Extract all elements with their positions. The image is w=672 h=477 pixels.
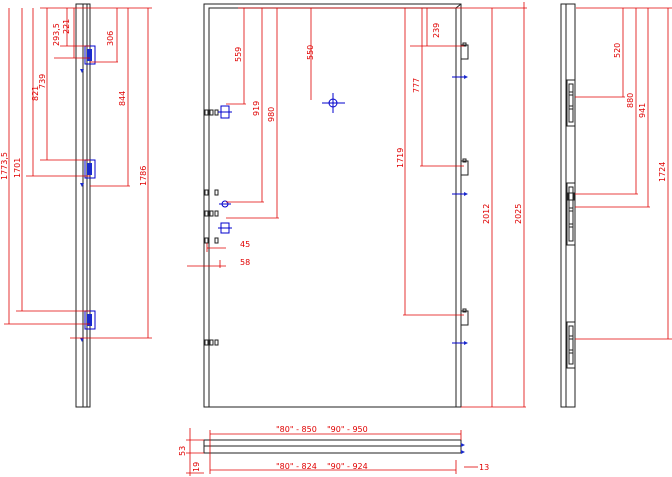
- front-dim-2012: 2012: [482, 204, 491, 224]
- right-lock-top: [566, 79, 576, 127]
- front-dim-58: 58: [240, 258, 250, 267]
- right-dim-1724: 1724: [658, 162, 667, 182]
- front-hinge-bottom: [452, 308, 469, 345]
- front-hinge-middle: [452, 158, 469, 196]
- left-dim-306: 306: [106, 31, 115, 46]
- left-dim-221: 221: [62, 19, 71, 34]
- centre-marker: [322, 93, 345, 113]
- right-dim-520: 520: [613, 43, 622, 58]
- left-dim-844: 844: [118, 91, 127, 106]
- left-dim-821: 821: [31, 86, 40, 101]
- right-edge-view: 520 880 941 1724: [560, 3, 672, 408]
- section-bottom-width: "80" - 824 "90" - 924: [276, 462, 368, 471]
- right-lock-bottom: [566, 321, 576, 369]
- front-dim-45: 45: [240, 240, 250, 249]
- section-dim-53: 53: [178, 446, 187, 456]
- front-dim-980: 980: [267, 107, 276, 122]
- section-dim-13: 13: [479, 463, 489, 472]
- door-leaf-outline: [203, 3, 462, 408]
- left-dim-1786: 1786: [139, 166, 148, 186]
- left-dim-1773-5: 1773,5: [0, 152, 9, 180]
- front-dim-777: 777: [412, 78, 421, 93]
- lock-feature-lower: [218, 200, 232, 234]
- section-dim-19: 19: [192, 462, 201, 472]
- section-top-width: "80" - 850 "90" - 950: [276, 425, 368, 434]
- right-lock-middle: [566, 182, 576, 246]
- front-hinge-top: [452, 42, 469, 79]
- left-frame-view: 221 293,5 306 739 821 844 1701 1773,5 17…: [0, 3, 152, 408]
- left-dim-293-5: 293,5: [52, 23, 61, 46]
- front-dim-919: 919: [252, 101, 261, 116]
- section-view: 53 19 13 "80" - 850 "90" - 950 "80" - 82…: [178, 425, 489, 476]
- front-dim-559: 559: [234, 47, 243, 62]
- front-dim-2025: 2025: [514, 204, 523, 224]
- front-dim-239: 239: [432, 23, 441, 38]
- left-edge-marks: [204, 109, 219, 346]
- lock-feature-upper: [218, 105, 232, 119]
- front-door-view: 559 550 919 980 45 58 239 777 1719 2012 …: [187, 2, 527, 408]
- left-dim-1701: 1701: [13, 158, 22, 178]
- front-dim-550: 550: [306, 45, 315, 60]
- left-dim-739: 739: [38, 74, 47, 89]
- front-dim-1719: 1719: [396, 148, 405, 168]
- right-dim-880: 880: [626, 93, 635, 108]
- right-dim-941: 941: [638, 103, 647, 118]
